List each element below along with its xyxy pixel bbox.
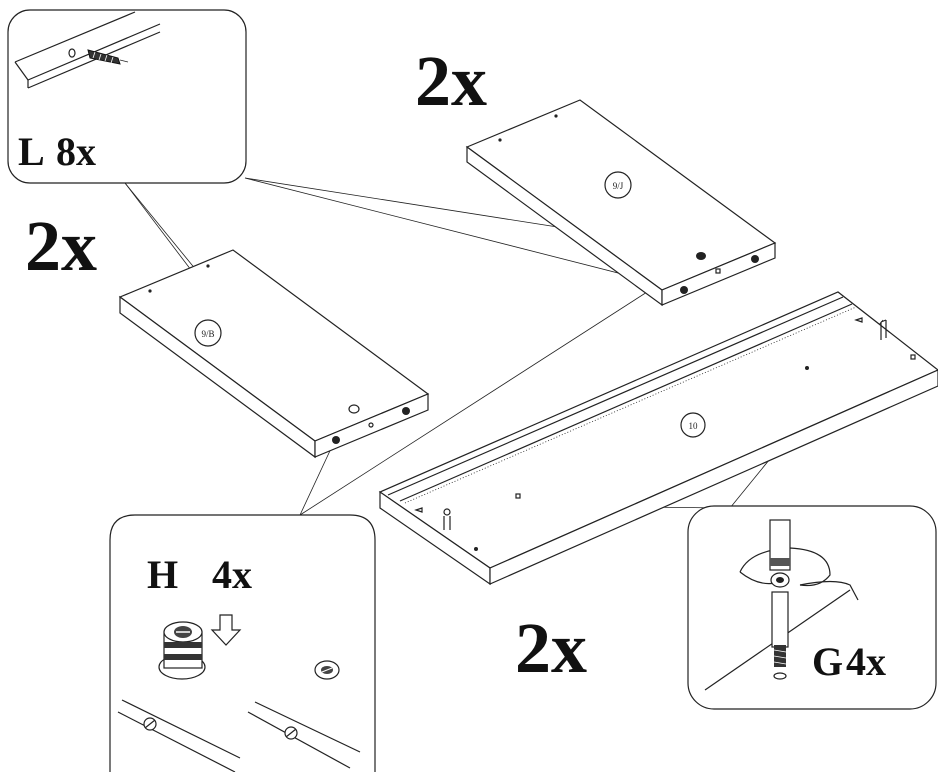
hole-mark [414,507,423,513]
panel-9b: 9/B [118,249,430,459]
connector-bolt [443,508,451,530]
panel-9j: 9/J [465,99,777,307]
callout-l-count: 8x [56,129,96,174]
part-number-circle [194,319,222,347]
cam-lock [680,286,688,294]
hole-dot [206,264,210,268]
callout-g-count: 4x [846,639,886,684]
callout-g: G 4x [687,505,937,710]
part-number-9j: 9/J [613,181,624,191]
arrow-down-icon [210,614,242,646]
hole-dot [498,138,502,142]
cam-lock [332,436,340,444]
quantity-label-9j: 2x [415,41,487,121]
callout-h-letter: H [147,552,178,597]
hole-dot [474,547,478,551]
dowel-hole [515,493,521,499]
cam-hole [348,404,360,414]
hole-mark [854,317,863,323]
cam-lock [751,255,759,263]
panel-10: 10 [378,291,938,586]
hole-dot [554,114,558,118]
dowel-hole [715,268,721,274]
hole-dot [805,366,809,370]
callout-l: L 8x [7,9,247,184]
part-number-10: 10 [689,421,699,431]
connector-bolt-icon [769,519,791,680]
part-number-circle [604,171,632,199]
dowel-hole [368,422,374,428]
connector-bolt [880,319,887,340]
dowel-hole [910,354,916,360]
callout-h: H 4x [109,514,376,772]
callout-g-letter: G [812,639,843,684]
cam-lock [696,252,706,260]
dowel-icon [87,49,129,65]
cam-lock-icon [158,621,206,680]
part-number-circle [680,412,706,438]
installed-cam-icon [314,660,340,680]
part-number-9b: 9/B [201,329,214,339]
cam-lock [402,407,410,415]
quantity-label-10: 2x [515,608,587,688]
quantity-label-9b: 2x [25,206,97,286]
hole-dot [148,289,152,293]
callout-l-letter: L [18,129,45,174]
callout-h-count: 4x [212,552,252,597]
